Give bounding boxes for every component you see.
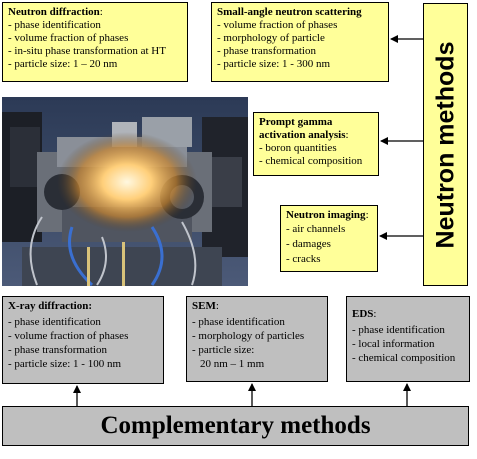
xray-diffraction-title: X-ray diffraction: <box>8 300 93 312</box>
eds-list: - phase identification - local informati… <box>352 323 464 365</box>
pgaa-box: Prompt gamma activation analysis: - boro… <box>253 112 379 176</box>
neutron-diffraction-list: - phase identification - volume fraction… <box>8 19 182 71</box>
neutron-methods-label: Neutron methods <box>431 41 459 248</box>
list-item: - chemical composition <box>259 155 363 167</box>
neutron-methods-box: Neutron methods <box>423 3 468 286</box>
list-item: - phase identification <box>352 324 445 336</box>
complementary-methods-box: Complementary methods <box>2 406 469 446</box>
neutron-imaging-colon: : <box>365 209 369 221</box>
neutron-diffraction-title-line: Neutron diffraction: <box>8 6 182 19</box>
pgaa-title-line2-wrap: activation analysis: <box>259 129 373 142</box>
list-item: - volume fraction of phases <box>8 330 129 342</box>
list-item: - particle size: <box>192 344 255 356</box>
sans-box: Small-angle neutron scattering - volume … <box>211 2 389 82</box>
list-item: - phase transformation <box>8 344 107 356</box>
eds-box: EDS: - phase identification - local info… <box>346 296 470 382</box>
neutron-diffraction-box: Neutron diffraction: - phase identificat… <box>2 2 188 82</box>
neutron-diffraction-colon: : <box>99 6 103 18</box>
list-item: - boron quantities <box>259 142 337 154</box>
sem-title-line: SEM: <box>192 300 322 313</box>
sem-title: SEM <box>192 300 216 312</box>
eds-title-line: EDS: <box>352 308 464 321</box>
list-item: - particle size: 1 – 20 nm <box>8 58 118 70</box>
list-item: - volume fraction of phases <box>217 19 338 31</box>
sem-colon: : <box>215 300 219 312</box>
pgaa-list: - boron quantities - chemical compositio… <box>259 142 373 168</box>
sans-list: - volume fraction of phases - morphology… <box>217 19 383 71</box>
pgaa-colon: : <box>345 129 349 141</box>
pgaa-title-line1: Prompt gamma <box>259 116 333 128</box>
neutron-imaging-list: - air channels - damages - cracks <box>286 222 372 267</box>
xray-diffraction-box: X-ray diffraction: - phase identificatio… <box>2 296 164 384</box>
neutron-diffraction-title: Neutron diffraction <box>8 6 100 18</box>
eds-title: EDS <box>352 308 374 320</box>
pgaa-title-line2: activation analysis <box>259 129 346 141</box>
neutron-imaging-title: Neutron imaging <box>286 209 366 221</box>
xray-diffraction-list: - phase identification - volume fraction… <box>8 315 158 371</box>
list-item: - phase transformation <box>217 45 316 57</box>
list-item: - morphology of particles <box>192 330 305 342</box>
list-item: - air channels <box>286 223 346 235</box>
sem-box: SEM: - phase identification - morphology… <box>186 296 328 382</box>
list-item: - cracks <box>286 253 321 265</box>
sem-list: - phase identification - morphology of p… <box>192 315 322 371</box>
list-item: - volume fraction of phases <box>8 32 129 44</box>
apparatus-photo <box>2 97 248 286</box>
list-item: - chemical composition <box>352 352 456 364</box>
sans-title: Small-angle neutron scattering <box>217 6 362 18</box>
list-item: 20 nm – 1 mm <box>200 358 265 370</box>
list-item: - local information <box>352 338 435 350</box>
list-item: - damages <box>286 238 331 250</box>
list-item: - particle size: 1 - 100 nm <box>8 358 122 370</box>
list-item: - in-situ phase transformation at HT <box>8 45 166 57</box>
complementary-methods-label: Complementary methods <box>100 412 371 439</box>
list-item: - phase identification <box>192 316 285 328</box>
neutron-imaging-title-line: Neutron imaging: <box>286 209 372 222</box>
list-item: - phase identification <box>8 316 101 328</box>
list-item: - morphology of particle <box>217 32 325 44</box>
neutron-imaging-box: Neutron imaging: - air channels - damage… <box>280 205 378 272</box>
list-item: - particle size: 1 - 300 nm <box>217 58 331 70</box>
eds-colon: : <box>373 308 377 320</box>
list-item: - phase identification <box>8 19 101 31</box>
